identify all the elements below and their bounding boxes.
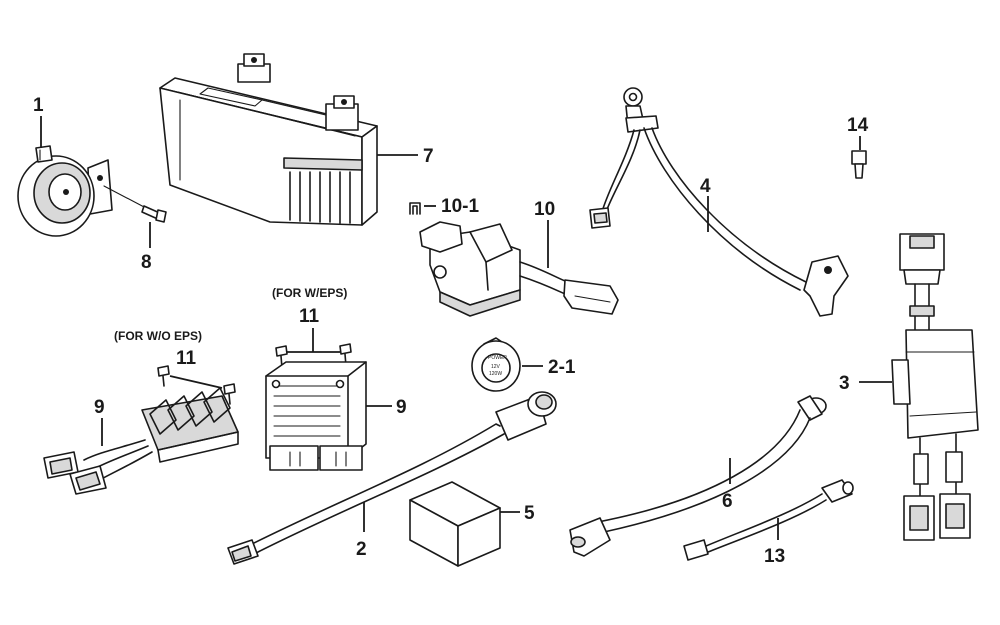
label-14: 14 <box>847 115 869 136</box>
box-part <box>409 481 501 567</box>
label-9-woeps: 9 <box>94 397 105 418</box>
label-11-woeps: 11 <box>176 348 197 369</box>
battery-cable-part <box>227 391 557 565</box>
horn-part <box>17 145 113 237</box>
regulator-woeps-part <box>43 387 239 495</box>
note-w-eps: (FOR W/EPS) <box>272 286 347 300</box>
bulb-part <box>851 150 867 179</box>
label-8: 8 <box>141 252 152 273</box>
bolts-weps <box>275 343 352 369</box>
battery-part <box>159 53 378 226</box>
fuse-cap-text-1: POWER <box>488 355 507 361</box>
cable-6-part <box>569 395 827 557</box>
label-3: 3 <box>839 373 850 394</box>
label-2-1: 2-1 <box>548 357 576 378</box>
note-wo-eps: (FOR W/O EPS) <box>114 329 202 343</box>
label-13: 13 <box>764 546 785 567</box>
label-4: 4 <box>700 176 711 197</box>
label-2: 2 <box>356 539 367 560</box>
ground-cable-part <box>589 87 849 317</box>
label-1: 1 <box>33 95 44 116</box>
clip-10-1-part <box>409 202 421 215</box>
label-9-weps: 9 <box>396 397 407 418</box>
fuse-cap-text-3: 120W <box>489 371 502 377</box>
bolt-8-part <box>103 185 167 223</box>
label-7: 7 <box>423 146 434 167</box>
label-6: 6 <box>722 491 733 512</box>
label-10-1: 10-1 <box>441 196 479 217</box>
relay-part <box>419 221 619 317</box>
regulator-weps-part <box>265 361 367 471</box>
regulator-weps-fins <box>273 385 341 437</box>
label-5: 5 <box>524 503 535 524</box>
harness-part <box>891 233 979 541</box>
fuse-cap-text-2: 12V <box>491 364 501 370</box>
fuse-cap-part: POWER 12V 120W <box>471 337 521 392</box>
regulator-woeps-fins <box>149 387 231 435</box>
wire-13-part <box>683 479 854 561</box>
battery-vent-grid <box>289 171 351 224</box>
label-11-weps: 11 <box>299 306 320 327</box>
bolts-woeps <box>157 365 236 405</box>
label-10: 10 <box>534 199 555 220</box>
